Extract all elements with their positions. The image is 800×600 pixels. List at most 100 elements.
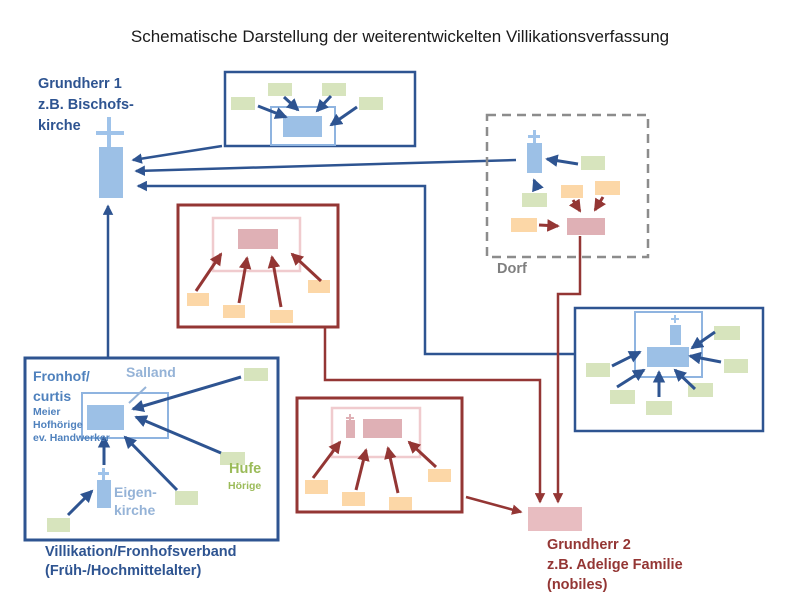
tribute-arrow — [690, 330, 716, 350]
green-hufe-rect — [47, 518, 70, 532]
salland-pointer-line — [128, 386, 147, 404]
orange-hufe-rect — [595, 181, 620, 195]
tribute-arrow — [384, 446, 400, 494]
green-hufe-rect — [231, 97, 255, 110]
fronhof-subline: Meier — [33, 406, 61, 418]
villikation-caption-line: Villikation/Fronhofsverband — [45, 544, 237, 560]
dorf-box — [485, 113, 650, 259]
fronhof-line: curtis — [33, 388, 72, 404]
tribute-arrow — [407, 440, 438, 469]
estate-box-border — [573, 306, 765, 433]
manor-box-border — [295, 396, 464, 514]
tribute-arrow — [354, 448, 370, 491]
tribute-arrow — [315, 94, 333, 113]
orange-hufe-rect — [187, 293, 209, 306]
green-hufe-rect — [610, 390, 635, 404]
pink-manor-rect — [363, 419, 402, 438]
tribute-arrow — [66, 489, 94, 517]
dorf-label: Dorf — [497, 261, 527, 277]
green-hufe-rect — [359, 97, 383, 110]
tribute-arrow — [267, 255, 283, 308]
green-hufe-rect — [322, 83, 346, 96]
tribute-arrow — [134, 415, 222, 455]
cross-icon — [98, 472, 109, 475]
grundherr1-line: kirche — [38, 118, 81, 134]
fronhof-label: Fronhof/ curtis Meier Hofhörige ev. Hand… — [33, 366, 110, 445]
fronhof-line: Fronhof/ — [33, 368, 90, 384]
tribute-arrow — [611, 350, 642, 368]
blue-manor-rect — [283, 116, 322, 137]
dorf-dashed-border — [485, 113, 650, 259]
grundherr1-line: Grundherr 1 — [38, 76, 122, 92]
green-hufe-rect — [220, 452, 245, 465]
green-hufe-rect — [268, 83, 292, 96]
tribute-arrow — [532, 178, 544, 193]
tribute-arrow — [616, 368, 646, 389]
manor-inner-box — [211, 216, 302, 273]
arrow-dorf-to-grundherr1 — [134, 158, 517, 176]
grundherr1-church-icon — [96, 117, 124, 198]
cross-icon — [671, 318, 679, 320]
tribute-arrow — [593, 196, 606, 212]
tribute-arrow — [257, 104, 288, 119]
fronhof-subline: Hofhörige — [33, 419, 83, 431]
orange-hufe-rect — [342, 492, 365, 506]
tribute-arrow — [568, 198, 582, 213]
tribute-arrow — [329, 105, 358, 127]
grundherr1-label: Grundherr 1 z.B. Bischofs- kirche — [38, 74, 134, 137]
tribute-arrow — [545, 154, 579, 167]
estate-box-right — [573, 306, 765, 433]
manor-box-border — [176, 203, 340, 329]
estate-box-bishop — [223, 70, 417, 148]
church-icon — [346, 420, 355, 438]
orange-hufe-rect — [270, 310, 293, 323]
orange-hufe-rect — [511, 218, 537, 232]
orange-hufe-rect — [428, 469, 451, 482]
grundherr2-line: z.B. Adelige Familie — [547, 557, 683, 573]
arrow-dorf-to-grundherr2 — [552, 236, 582, 504]
cross-icon — [96, 131, 124, 135]
eigenkirche-line: kirche — [114, 502, 156, 518]
grundherr2-label: Grundherr 2 z.B. Adelige Familie (nobile… — [547, 535, 683, 595]
salland-label: Salland — [126, 364, 176, 380]
arrow-manor2-to-grundherr2 — [465, 495, 523, 515]
orange-hufe-rect — [223, 305, 245, 318]
green-hufe-rect — [175, 491, 198, 505]
church-icon — [527, 143, 542, 173]
pink-manor-rect — [238, 229, 278, 249]
orange-hufe-rect — [389, 497, 412, 510]
tribute-arrow — [131, 375, 242, 412]
blue-manor-rect — [87, 405, 124, 430]
tribute-arrow — [673, 368, 697, 391]
villikation-caption: Villikation/Fronhofsverband (Früh-/Hochm… — [45, 543, 236, 581]
grundherr1-line: z.B. Bischofs- — [38, 97, 134, 113]
fronhof-subline: ev. Handwerker — [33, 432, 110, 444]
villikation-caption-line: (Früh-/Hochmittelalter) — [45, 563, 202, 579]
arrow-manor1-to-grundherr2 — [323, 327, 546, 504]
grundherr2-line: (nobiles) — [547, 577, 608, 593]
tribute-arrow — [688, 351, 722, 365]
manor-box-noble-2 — [295, 396, 464, 514]
villikation-box — [23, 356, 280, 542]
green-hufe-rect — [724, 359, 748, 373]
tribute-arrow — [194, 252, 223, 292]
green-hufe-rect — [586, 363, 610, 377]
tribute-arrow — [237, 256, 252, 304]
eigenkirche-icon — [97, 480, 111, 508]
manor-box-noble-1 — [176, 203, 340, 329]
arrow-estate3-to-grundherr1 — [136, 180, 575, 356]
grundherr2-rect — [528, 507, 582, 531]
cross-icon — [528, 135, 540, 138]
green-hufe-rect — [244, 368, 268, 381]
church-icon — [670, 325, 681, 345]
blue-manor-rect — [647, 347, 689, 367]
blue-connector-arrows — [102, 144, 575, 357]
villikation-box-border — [23, 356, 280, 542]
green-hufe-rect — [581, 156, 605, 170]
church-body — [99, 147, 123, 198]
green-hufe-rect — [714, 326, 740, 340]
tribute-arrow — [282, 95, 300, 112]
red-connector-arrows — [323, 236, 582, 515]
